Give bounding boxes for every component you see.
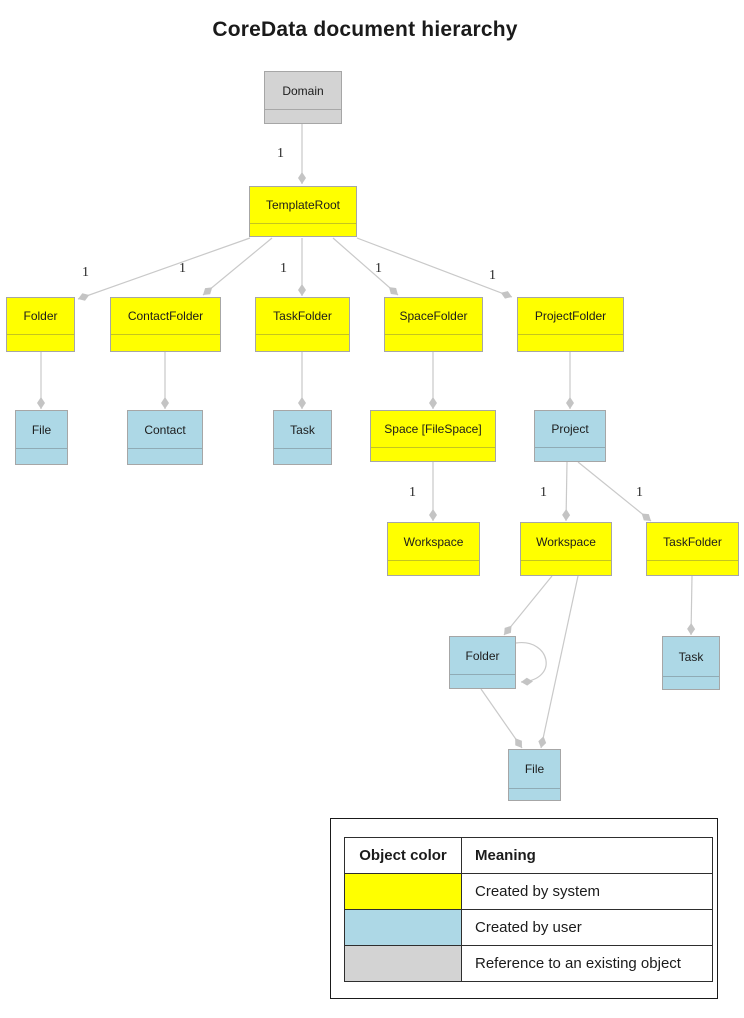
node-folder: Folder — [6, 297, 75, 352]
legend-swatch-system — [344, 873, 462, 910]
legend-meaning-user: Created by user — [461, 909, 713, 946]
edge-templateroot-spacefolder — [332, 237, 399, 296]
legend-row-reference: Reference to an existing object — [344, 945, 713, 982]
node-task: Task — [273, 410, 332, 465]
node-workspace-space: Workspace — [387, 522, 480, 576]
edge-project-workspace — [562, 461, 571, 522]
legend-swatch-user — [344, 909, 462, 946]
legend-panel: Object color Meaning Created by system C… — [330, 818, 718, 999]
legend-meaning-system: Created by system — [461, 873, 713, 910]
node-domain: Domain — [264, 71, 342, 124]
node-templateroot: TemplateRoot — [249, 186, 357, 237]
node-spacefolder: SpaceFolder — [384, 297, 483, 352]
node-file-workspace: File — [508, 749, 561, 801]
multiplicity-templateroot-taskfolder: 1 — [280, 261, 287, 276]
node-taskfolder-project: TaskFolder — [646, 522, 739, 576]
node-contactfolder: ContactFolder — [110, 297, 221, 352]
node-task-project: Task — [662, 636, 720, 690]
multiplicity-templateroot-projectfolder: 1 — [489, 268, 496, 283]
node-projectfolder: ProjectFolder — [517, 297, 624, 352]
multiplicity-templateroot-contactfolder: 1 — [179, 261, 186, 276]
legend-header-meaning: Meaning — [461, 837, 713, 874]
edge-workspace-file — [538, 575, 579, 749]
node-folder-workspace: Folder — [449, 636, 516, 689]
diagram-title: CoreData document hierarchy — [212, 18, 518, 41]
multiplicity-space-workspace: 1 — [409, 485, 416, 500]
legend-meaning-reference: Reference to an existing object — [461, 945, 713, 982]
legend-row-system: Created by system — [344, 873, 713, 910]
edge-workspace-folder — [503, 575, 553, 636]
multiplicity-project-taskfolder: 1 — [636, 485, 643, 500]
edge-templateroot-folder — [77, 237, 251, 301]
legend-row-user: Created by user — [344, 909, 713, 946]
multiplicity-project-workspace: 1 — [540, 485, 547, 500]
edge-folder-workspace-file — [480, 688, 523, 749]
node-taskfolder: TaskFolder — [255, 297, 350, 352]
multiplicity-templateroot-folder: 1 — [82, 265, 89, 280]
edge-templateroot-contactfolder — [202, 237, 273, 296]
node-space-filespace: Space [FileSpace] — [370, 410, 496, 462]
node-file: File — [15, 410, 68, 465]
multiplicity-templateroot-spacefolder: 1 — [375, 261, 382, 276]
node-contact: Contact — [127, 410, 203, 465]
multiplicity-domain-templateroot: 1 — [277, 146, 284, 161]
legend-table: Object color Meaning Created by system C… — [344, 837, 713, 982]
legend-header-row: Object color Meaning — [344, 837, 713, 874]
legend-swatch-reference — [344, 945, 462, 982]
edge-folder-self-loop — [515, 642, 547, 686]
node-project: Project — [534, 410, 606, 462]
edge-taskfolder-project-task — [687, 575, 696, 636]
legend-header-object-color: Object color — [344, 837, 462, 874]
node-workspace-project: Workspace — [520, 522, 612, 576]
